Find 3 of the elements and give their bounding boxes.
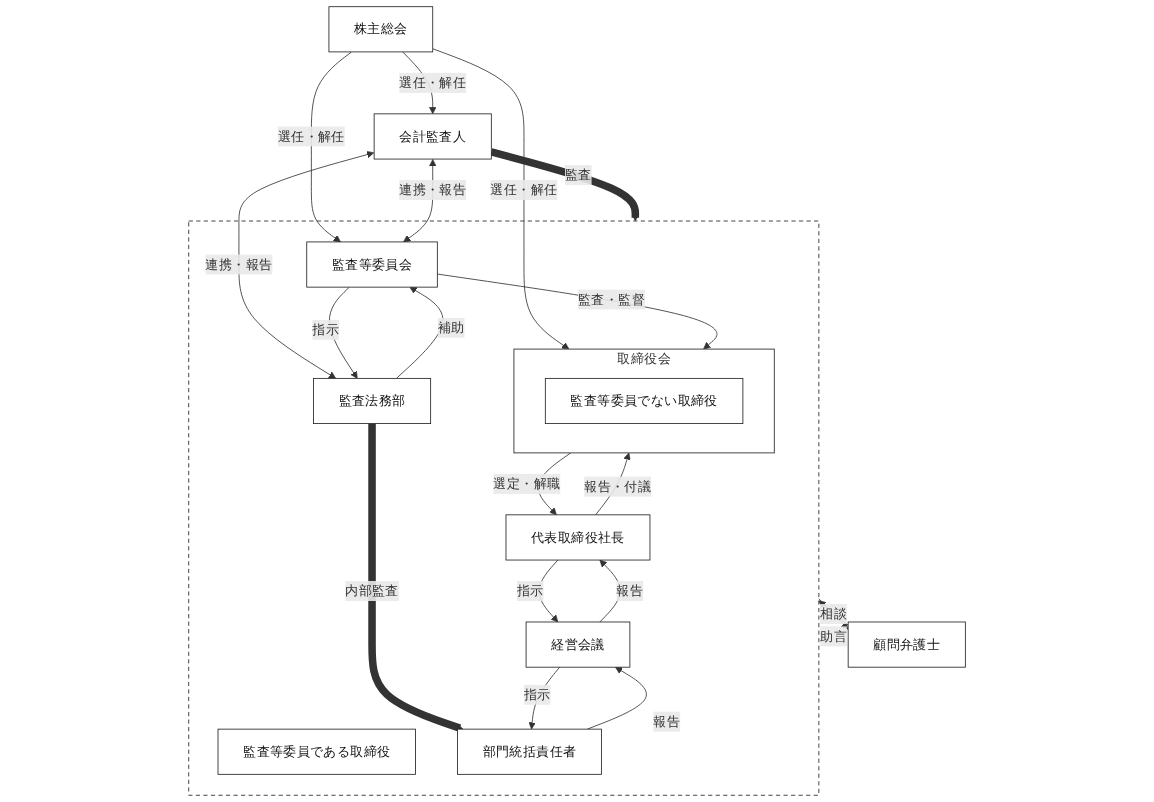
- arrow: [368, 423, 464, 732]
- arrow: [490, 148, 640, 222]
- cluster: [188, 220, 820, 796]
